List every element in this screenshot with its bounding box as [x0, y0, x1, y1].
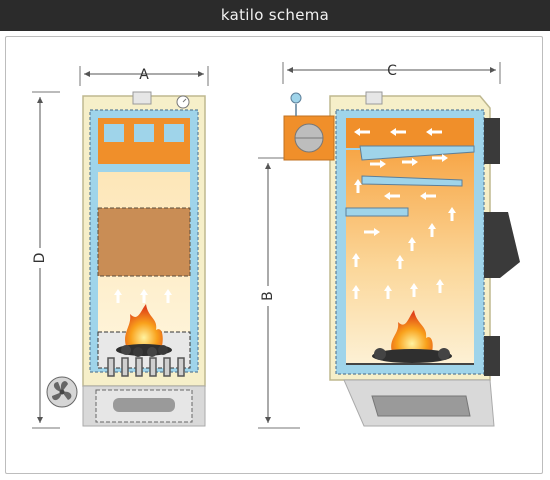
dimension-a-label: A	[139, 67, 149, 83]
thermometer-icon	[290, 92, 302, 116]
boiler-door	[484, 118, 520, 376]
flame-icon	[116, 304, 172, 357]
thermometer-icon	[176, 95, 190, 109]
side-view: C B	[258, 62, 520, 429]
diagram-title: katilo schema	[0, 0, 550, 31]
dimension-b-label: B	[260, 291, 276, 301]
front-view: A D	[30, 66, 209, 429]
flame-icon	[372, 310, 452, 363]
dimension-c-label: C	[387, 63, 397, 79]
fan-icon	[46, 376, 78, 408]
dimension-d-label: D	[32, 253, 48, 264]
